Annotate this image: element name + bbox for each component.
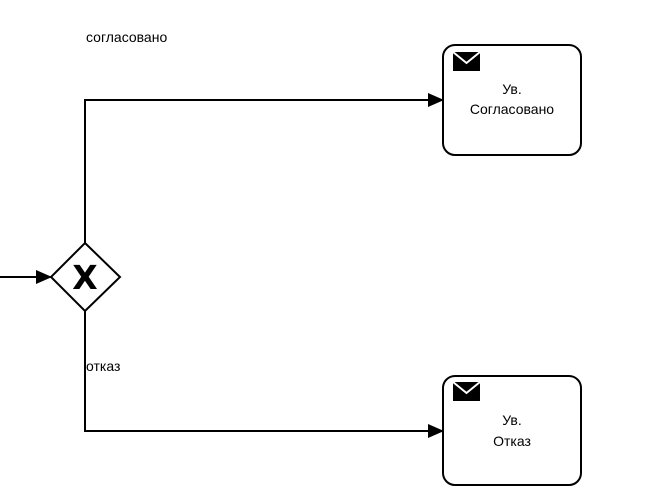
task-label-line2: Отказ xyxy=(493,433,531,449)
flow-label-approved: согласовано xyxy=(86,29,167,45)
send-task-rejected[interactable]: Ув. Отказ xyxy=(442,375,582,486)
task-label-line1: Ув. xyxy=(502,412,521,428)
sequence-flow-approved[interactable] xyxy=(84,93,444,243)
envelope-icon xyxy=(452,381,481,401)
task-label-line1: Ув. xyxy=(502,81,521,97)
send-task-approved[interactable]: Ув. Согласовано xyxy=(442,44,582,156)
envelope-icon xyxy=(452,51,481,71)
flow-label-rejected: отказ xyxy=(86,358,120,374)
exclusive-gateway[interactable]: X xyxy=(49,241,122,313)
sequence-flow-rejected[interactable] xyxy=(84,311,444,438)
task-box xyxy=(442,44,582,156)
task-label-line2: Согласовано xyxy=(470,101,554,117)
gateway-x-marker: X xyxy=(72,258,97,297)
task-box xyxy=(442,375,582,486)
